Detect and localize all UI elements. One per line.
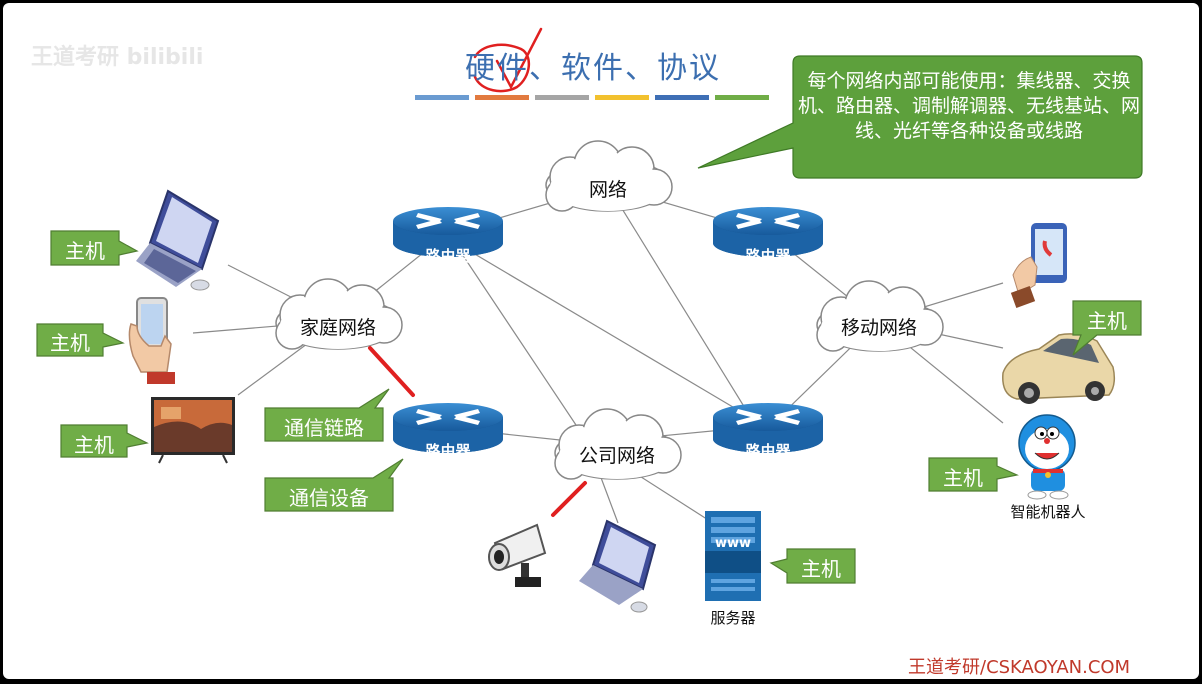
host-label: 主机: [1087, 309, 1127, 333]
callout-bubble: [697, 55, 1143, 179]
cloud-label-network: 网络: [588, 179, 627, 201]
robot-label: 智能机器人: [1010, 503, 1086, 521]
tv-icon: [151, 397, 235, 464]
smartphone-hand-icon: [1010, 223, 1067, 308]
watermark: 王道考研 bilibili: [31, 45, 204, 70]
car-icon: [1002, 333, 1116, 404]
host-label: 主机: [50, 331, 90, 355]
host-label: 主机: [74, 433, 114, 457]
router-label: 路由器: [745, 247, 791, 265]
host-label: 主机: [65, 239, 105, 263]
cloud-label-home: 家庭网络: [299, 317, 376, 339]
slide: 王道考研 bilibili 硬件、软件、协议 每个网络内部可能使用：集线器、交换…: [3, 3, 1199, 679]
server-label: 服务器: [710, 609, 756, 627]
footer-brand: 王道考研/CSKAOYAN.COM: [908, 657, 1131, 678]
laptop-icon: [136, 189, 220, 291]
router-label: 路由器: [425, 247, 471, 265]
laptop-icon: [579, 519, 657, 613]
device-label: 通信设备: [289, 486, 369, 510]
callout-text: 每个网络内部可能使用：集线器、交换机、路由器、调制解调器、无线基站、网线、光纤等…: [797, 70, 1140, 142]
page-title: 硬件、软件、协议: [465, 51, 721, 86]
red-annotations: [368, 27, 587, 517]
phone-in-hand-icon: [128, 297, 175, 384]
cloud-label-mobile: 移动网络: [840, 317, 917, 339]
router-label: 路由器: [425, 442, 471, 460]
label-boxes: [36, 230, 1142, 584]
host-label: 主机: [943, 466, 983, 490]
host-label: 主机: [801, 557, 841, 581]
router-label: 路由器: [745, 442, 791, 460]
cloud-label-company: 公司网络: [578, 445, 655, 467]
server-sign: www: [714, 536, 752, 551]
title-color-bars: [415, 95, 769, 100]
server-icon: [705, 511, 761, 601]
robot-icon: [1018, 414, 1076, 500]
camera-icon: [488, 523, 547, 587]
diagram-canvas: [36, 27, 1143, 613]
link-label: 通信链路: [284, 416, 364, 440]
